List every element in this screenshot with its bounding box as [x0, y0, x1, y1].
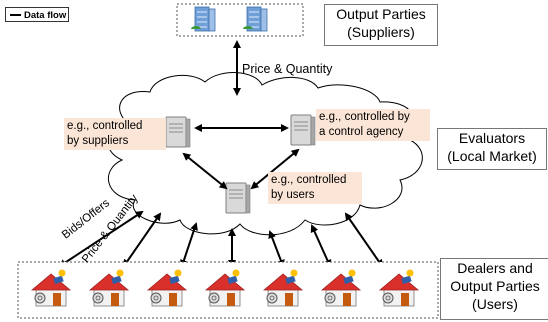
- server-note-users: e.g., controlled by users: [268, 172, 362, 204]
- dealers-label: Dealers and: [457, 260, 533, 276]
- local-market-cloud: [107, 72, 423, 236]
- note-line: e.g., controlled by: [319, 111, 410, 123]
- output-parties-label: Output Parties: [336, 6, 426, 22]
- server-icon: [290, 114, 316, 146]
- data-flow-line-icon: [10, 14, 21, 17]
- legend-label: Data flow: [24, 10, 67, 21]
- arrow-agency-users: [250, 148, 300, 190]
- evaluators-box: Evaluators (Local Market): [437, 128, 547, 170]
- output-parties-users-label: Output Parties: [450, 278, 540, 294]
- arrow-user-market: [122, 212, 162, 268]
- arrow-user-market: [310, 224, 332, 268]
- users-label: (Users): [472, 296, 518, 312]
- arrow-user-market: [180, 222, 198, 268]
- server-icon: [165, 116, 191, 148]
- output-parties-suppliers-box: Output Parties (Suppliers): [324, 4, 438, 46]
- local-market-label: (Local Market): [447, 148, 537, 164]
- arrow-supplier-users: [182, 152, 228, 190]
- suppliers-label: (Suppliers): [347, 24, 415, 40]
- note-line: e.g., controlled: [67, 120, 143, 132]
- arrow-user-market: [344, 212, 384, 268]
- price-quantity-label: Price & Quantity: [242, 62, 333, 76]
- note-line: e.g., controlled: [271, 174, 347, 186]
- legend: Data flow: [5, 7, 69, 22]
- server-icon: [225, 182, 251, 214]
- evaluators-label: Evaluators: [458, 130, 526, 146]
- server-note-agency: e.g., controlled by a control agency: [316, 109, 430, 141]
- note-line: by users: [271, 189, 315, 201]
- note-line: a control agency: [319, 126, 404, 138]
- server-note-suppliers: e.g., controlled by suppliers: [64, 118, 166, 150]
- arrow-user-market: [268, 230, 285, 268]
- note-line: by suppliers: [67, 135, 129, 147]
- dealers-box: Dealers and Output Parties (Users): [440, 258, 548, 320]
- building-icon: [190, 6, 216, 32]
- building-icon: [242, 6, 268, 32]
